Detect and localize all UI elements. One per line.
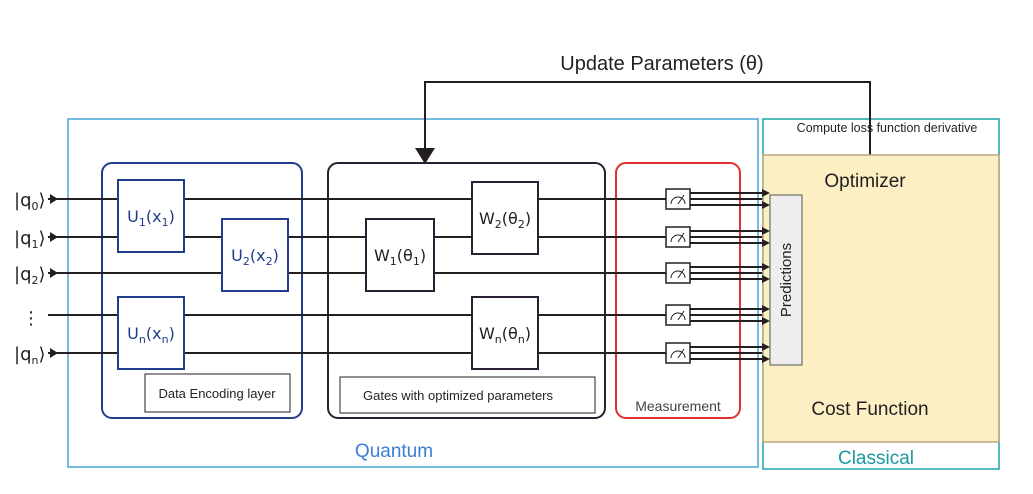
meter-icon	[665, 188, 691, 210]
gates-caption-box	[339, 376, 596, 414]
encoding-gate-u2: U2(x2)	[221, 218, 289, 292]
output-arrowheads	[762, 189, 770, 363]
svg-text:W1(θ1): W1(θ1)	[374, 246, 426, 268]
qubit-label-n: |qn⟩	[14, 344, 46, 367]
update-parameters-label: Update Parameters (θ)	[560, 53, 763, 75]
quantum-region	[67, 118, 759, 468]
qubit-label-0: |q0⟩	[14, 190, 46, 213]
qubit-vdots: ⋮	[22, 308, 40, 329]
svg-text:Wn(θn): Wn(θn)	[479, 324, 531, 346]
predictions-label: Predictions	[778, 243, 795, 317]
encoding-caption: Data Encoding layer	[158, 386, 276, 401]
predictions-box	[769, 194, 803, 366]
measurements	[665, 188, 691, 364]
optimizer-label: Optimizer	[824, 171, 906, 192]
meter-icon	[665, 342, 691, 364]
classical-output-wires	[690, 192, 770, 360]
cost-function-label: Cost Function	[811, 399, 928, 420]
quantum-label: Quantum	[355, 441, 433, 462]
meter-icon	[665, 262, 691, 284]
svg-text:U2(x2): U2(x2)	[231, 246, 279, 268]
compute-derivative-label: Compute loss function derivative	[797, 121, 978, 135]
encoding-block	[101, 162, 303, 419]
encoding-gate-u1: U1(x1)	[117, 179, 185, 253]
feedback-arrowhead	[415, 148, 435, 164]
svg-text:W2(θ2): W2(θ2)	[479, 209, 531, 231]
param-gate-w2: W2(θ2)	[471, 181, 539, 255]
meter-icon	[665, 304, 691, 326]
measurement-block	[615, 162, 741, 419]
encoding-caption-box	[144, 373, 291, 413]
qubit-label-1: |q1⟩	[14, 228, 46, 251]
gates-block	[327, 162, 606, 419]
feedback-line	[424, 81, 871, 155]
measurement-caption: Measurement	[635, 398, 721, 414]
param-gate-w1: W1(θ1)	[365, 218, 435, 292]
svg-text:Un(xn): Un(xn)	[127, 324, 175, 346]
qubit-input-arrows	[50, 194, 58, 358]
gates-caption: Gates with optimized parameters	[363, 388, 554, 403]
qubit-labels: |q0⟩ |q1⟩ |q2⟩ ⋮ |qn⟩	[14, 190, 46, 367]
meter-icon	[665, 226, 691, 248]
classical-label: Classical	[838, 448, 914, 469]
qubit-label-2: |q2⟩	[14, 264, 46, 287]
param-gate-wn: Wn(θn)	[471, 296, 539, 370]
encoding-gate-un: Un(xn)	[117, 296, 185, 370]
svg-text:U1(x1): U1(x1)	[127, 207, 175, 229]
